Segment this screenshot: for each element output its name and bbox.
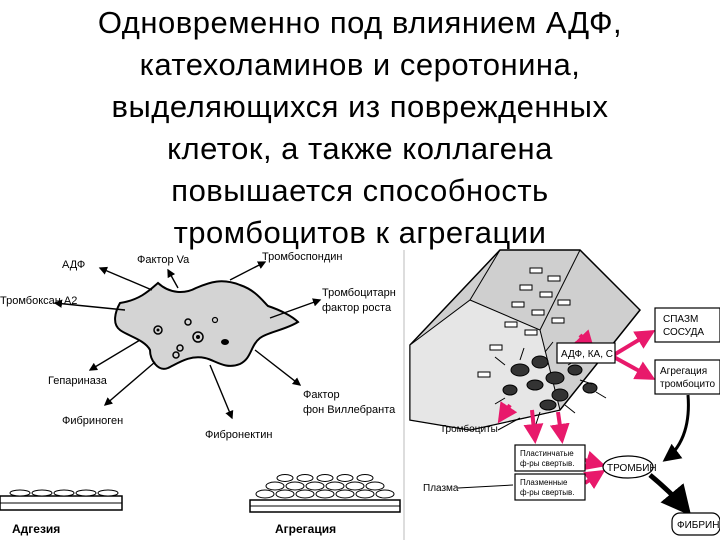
fibrin-node xyxy=(671,512,720,536)
label-platelets: Тромбоциты xyxy=(440,423,498,435)
label-growth-factor-line2: фактор роста xyxy=(322,302,392,314)
label-spasm-line2: СОСУДА xyxy=(663,327,704,338)
title-line-5: повышается способность xyxy=(171,173,549,208)
label-thrombin: ТРОМБИН xyxy=(607,463,657,474)
secretion-arrows xyxy=(53,261,322,420)
label-thrombospondin: Тромбоспондин xyxy=(262,251,342,263)
label-plasma-factors-line2: ф-ры свертыв. xyxy=(520,488,574,497)
title-line-4: клеток, а также коллагена xyxy=(167,131,553,166)
vessel-wall xyxy=(409,249,642,431)
label-plasma: Плазма xyxy=(423,483,459,494)
thrombin-node xyxy=(602,455,654,479)
aggregation-box xyxy=(654,359,720,395)
aggregation-illustration xyxy=(249,474,401,513)
title-line-2: катехоламинов и серотонина, xyxy=(139,47,581,82)
title-line-3: выделяющихся из поврежденных xyxy=(111,89,609,124)
label-heparinase: Гепариназа xyxy=(48,375,108,387)
title-line-6: тромбоцитов к агрегации xyxy=(173,215,547,250)
label-vwf-line2: фон Виллебранта xyxy=(303,404,396,416)
label-factor-va: Фактор Va xyxy=(137,254,190,266)
label-vwf-line1: Фактор xyxy=(303,389,340,401)
label-spasm-line1: СПАЗМ xyxy=(663,314,698,325)
slide-title: Одновременно под влиянием АДФ, катехолам… xyxy=(0,2,720,254)
arrow-aggregation-to-thrombin xyxy=(662,394,690,462)
label-plastic-line1: Пластинчатые xyxy=(520,449,574,458)
label-aggregation-box-line1: Агрегация xyxy=(660,366,707,377)
label-aggregation: Агрегация xyxy=(275,522,336,536)
label-fibrinogen: Фибриноген xyxy=(62,415,123,427)
label-aggregation-box-line2: тромбоцито xyxy=(660,378,716,390)
label-adhesion: Адгезия xyxy=(12,522,60,536)
label-growth-factor-line1: Тромбоцитарн xyxy=(322,287,396,299)
adf-ka-s-box xyxy=(556,342,616,364)
label-thromboxane: Тромбоксан А2 xyxy=(0,295,77,307)
adhesion-illustration xyxy=(0,489,123,511)
title-line-1: Одновременно под влиянием АДФ, xyxy=(97,5,623,40)
label-adf-ka-s: АДФ, КА, С xyxy=(561,349,613,360)
label-fibronectin: Фибронектин xyxy=(205,429,272,441)
arrow-thrombin-to-fibrin xyxy=(648,473,692,516)
spasm-box xyxy=(654,307,720,343)
plastic-factors-box xyxy=(514,444,586,472)
plasma-factors-box xyxy=(514,473,586,501)
label-fibrin: ФИБРИН xyxy=(677,520,719,531)
activated-platelet xyxy=(114,280,300,370)
label-adf: АДФ xyxy=(62,259,85,271)
label-plastic-line2: ф-ры свертыв. xyxy=(520,459,574,468)
label-plasma-factors-line1: Плазменные xyxy=(520,478,568,487)
granule-icon xyxy=(153,325,163,335)
